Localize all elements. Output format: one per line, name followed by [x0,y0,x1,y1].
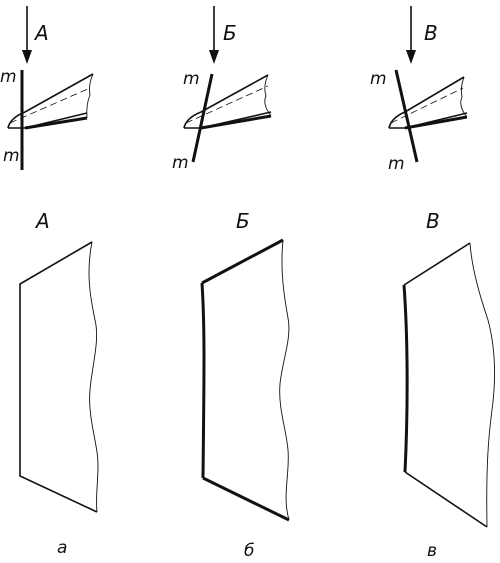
view-arrow-b-head [209,50,219,64]
plane-label-c-bottom: m [388,154,405,174]
face-outline-b [201,238,284,285]
face-view-c: B в [402,209,496,561]
caption-c: в [427,541,437,561]
face-label-c: B [426,209,440,233]
caption-a: а [57,538,67,558]
cutting-plane-b [191,73,214,163]
face-outline-a [19,241,98,513]
plane-label-c-top: m [370,69,387,89]
tool-wedge-b [183,74,269,129]
plane-label-b-top: m [183,69,200,89]
face-view-a: A а [19,209,99,558]
arrow-label-b: Б [223,21,237,45]
face-view-b: Б б [200,209,290,561]
plane-label-a-bottom: m [3,146,20,166]
section-a: A m m [0,6,94,170]
face-outline-c [403,242,471,286]
face-wavy-edge-a [88,241,99,513]
face-wavy-edge-b [279,239,290,521]
cutting-plane-c [394,69,419,163]
view-arrow-c-head [406,50,416,64]
section-c: B m m [370,6,468,174]
plane-label-b-bottom: m [172,153,189,173]
face-label-a: A [34,209,50,233]
face-label-b: Б [236,209,250,233]
arrow-label-a: A [33,21,49,45]
arrow-label-c: B [424,21,438,45]
caption-b: б [244,541,254,561]
tool-wedge-a [7,73,94,129]
view-arrow-a-head [22,50,32,64]
section-b: Б m m [172,6,272,173]
face-wavy-edge-c [469,242,496,528]
plane-label-a-top: m [0,67,17,87]
